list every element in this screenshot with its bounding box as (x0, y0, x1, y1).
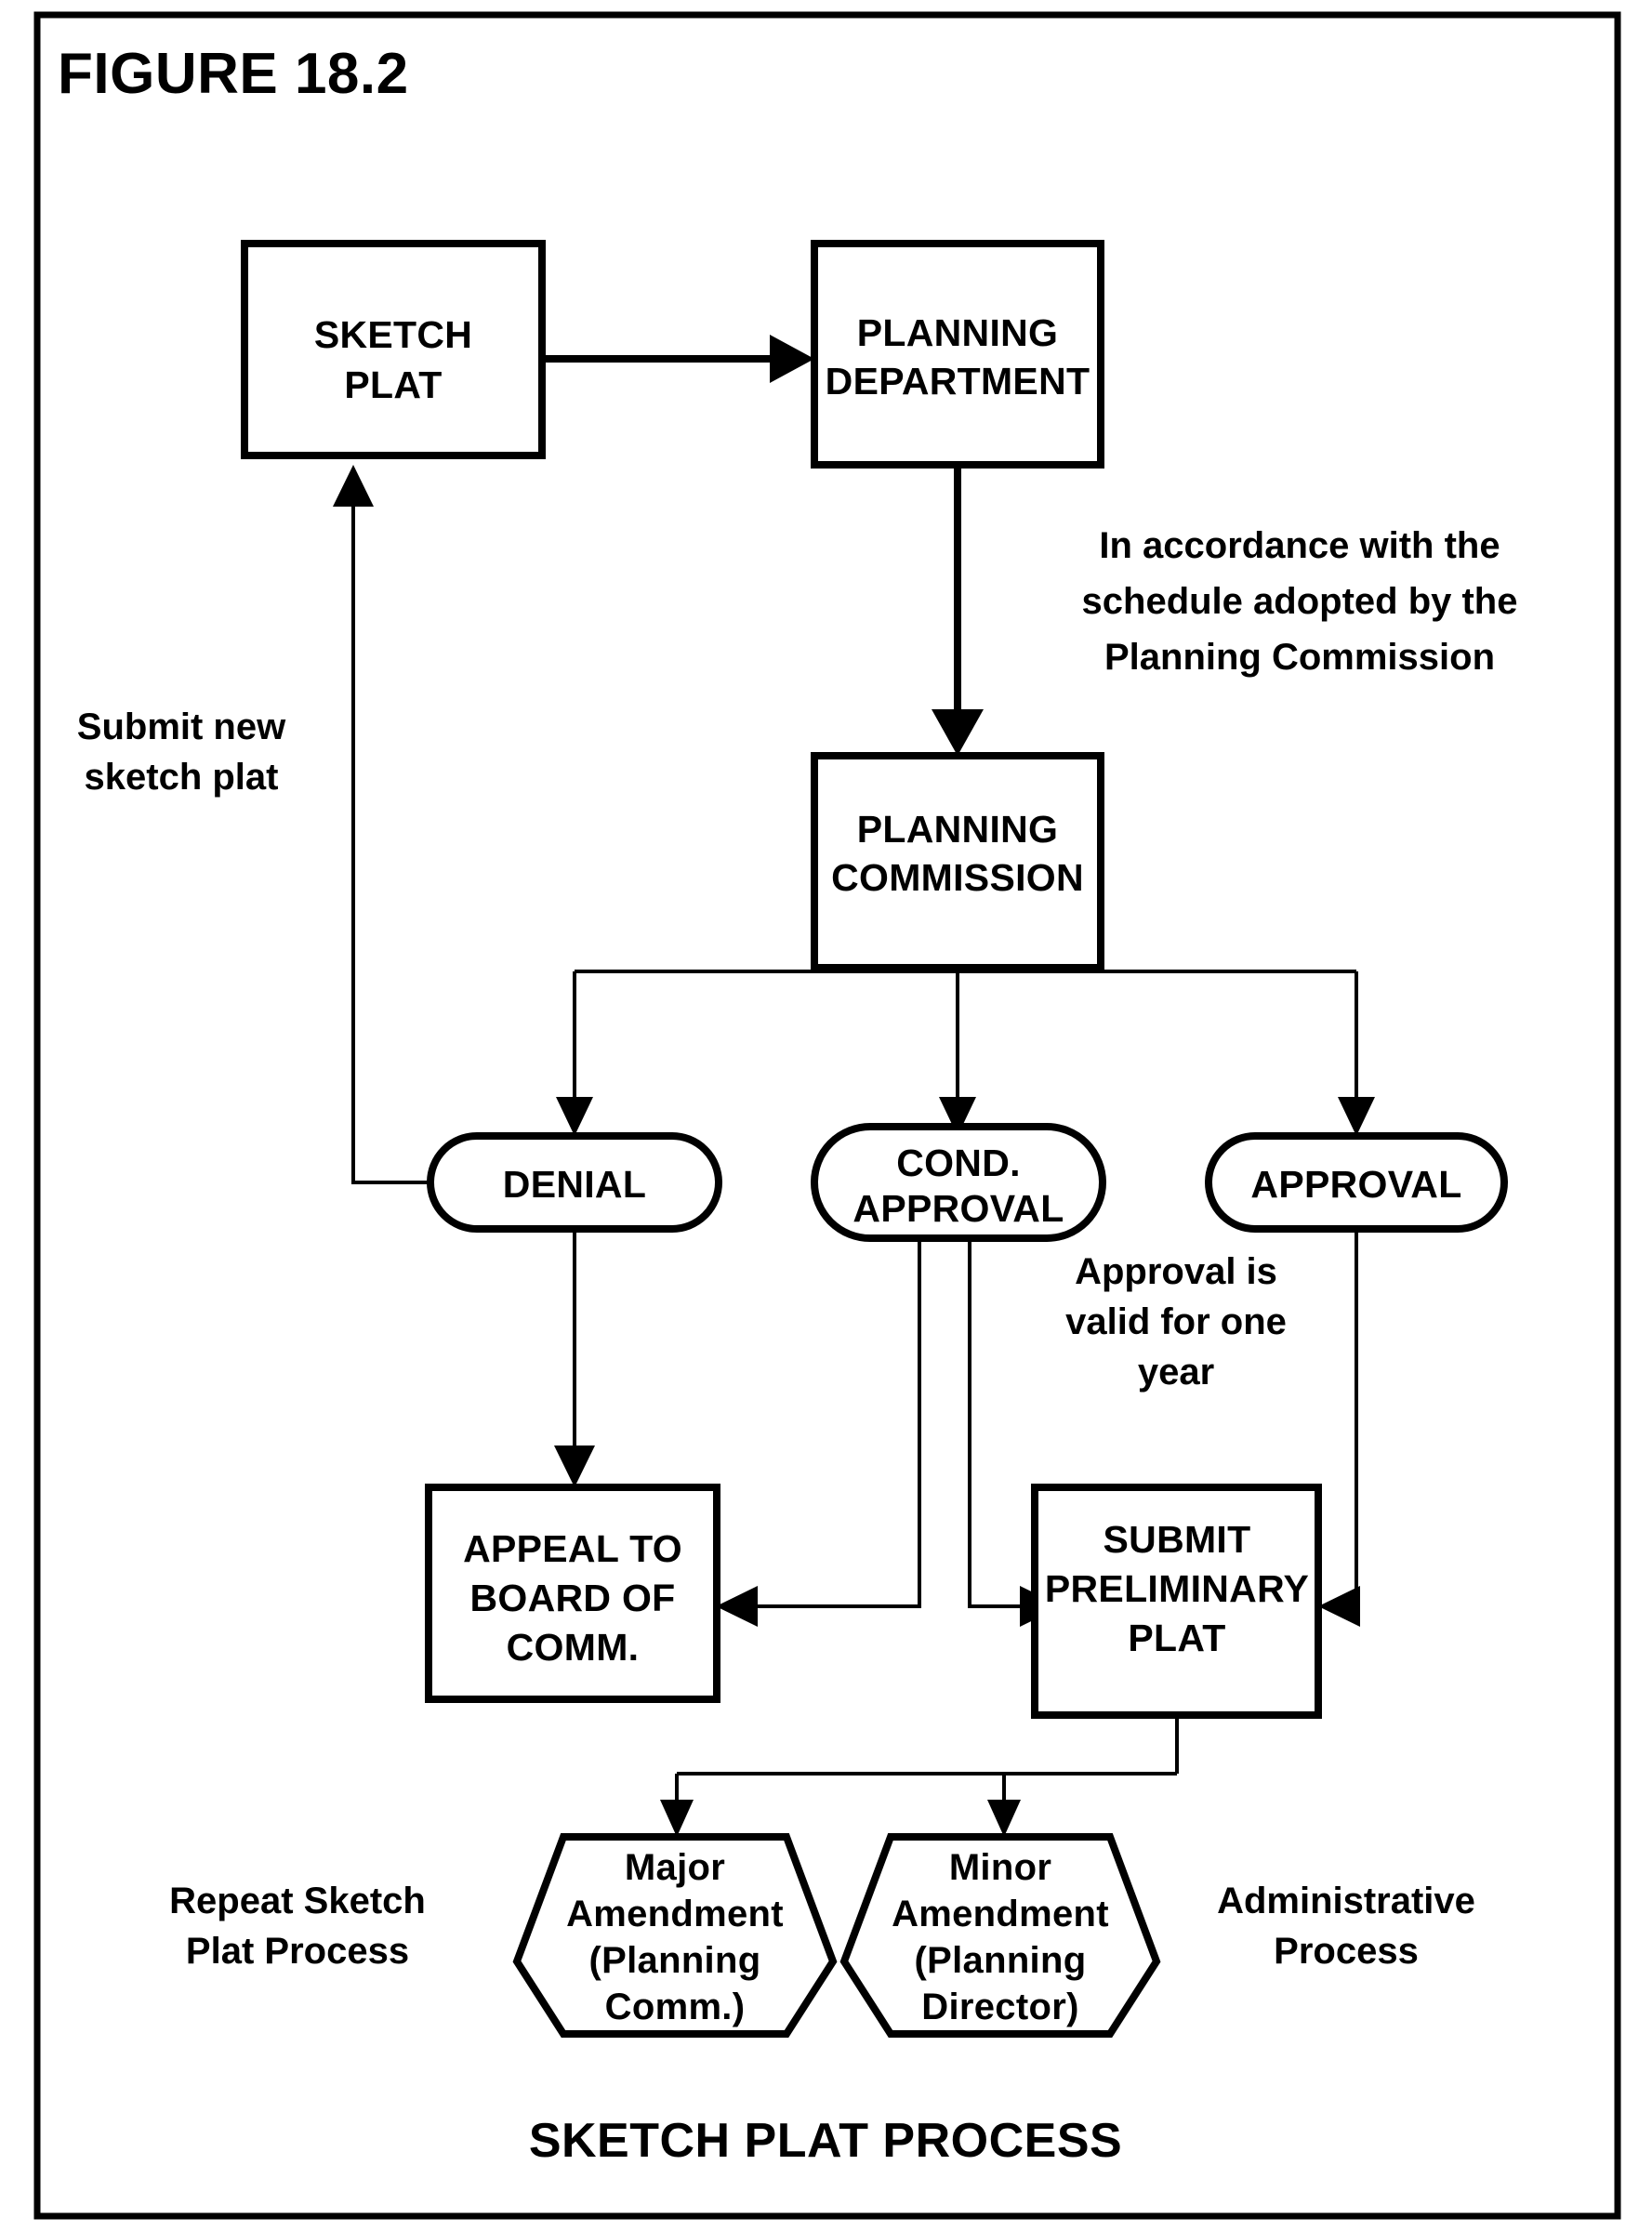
annotation-repeat-process-line2: Plat Process (186, 1931, 409, 1972)
edge-cond-approval-to-appeal (753, 1238, 921, 1608)
node-cond-approval-label-line1: COND. (896, 1142, 1021, 1184)
node-minor-amendment-label-line2: Amendment (892, 1894, 1109, 1934)
annotation-approval-validity-line3: year (1138, 1352, 1214, 1393)
edge-approval-to-submit-plat (1355, 1229, 1359, 1608)
node-submit-plat-label-line2: PRELIMINARY (1045, 1567, 1309, 1610)
node-minor-amendment-label-line3: (Planning (915, 1940, 1087, 1981)
annotation-repeat-process-line1: Repeat Sketch (169, 1881, 426, 1921)
edge-commission-to-denial-arrowhead (556, 1097, 593, 1136)
annotation-approval-validity-line1: Approval is (1075, 1251, 1277, 1292)
node-sketch-plat-shape (241, 240, 546, 459)
node-planning-commission-shape (811, 752, 1104, 971)
node-sketch-plat-label-line2: PLAT (344, 363, 442, 406)
node-minor-amendment-label-line4: Director) (921, 1987, 1078, 2027)
node-approval-label: APPROVAL (1250, 1163, 1461, 1206)
edge-to-minor-amendment-arrowhead (987, 1800, 1021, 1837)
edge-approval-to-submit-plat-arrowhead (1318, 1586, 1360, 1627)
annotation-schedule-line2: schedule adopted by the (1082, 581, 1518, 622)
annotation-submit-new-line1: Submit new (77, 706, 286, 747)
annotation-schedule-line3: Planning Commission (1104, 637, 1495, 678)
edge-denial-to-sketch-plat-arrowhead (333, 465, 374, 507)
node-cond-approval-shape (811, 1123, 1106, 1242)
edge-commission-to-cond-approval-arrowhead (939, 1097, 976, 1136)
page-border (33, 11, 1621, 2220)
node-minor-amendment-label-line1: Minor (949, 1847, 1051, 1888)
edge-department-to-commission-arrowhead (932, 709, 984, 756)
edge-denial-to-sketch-plat (351, 502, 430, 1184)
node-appeal-board-label-line1: APPEAL TO (463, 1527, 682, 1570)
node-appeal-board-label-line3: COMM. (507, 1626, 640, 1669)
node-planning-commission-label-line2: COMMISSION (831, 856, 1084, 899)
node-cond-approval-label-line2: APPROVAL (852, 1187, 1064, 1230)
node-appeal-board-shape (425, 1484, 720, 1703)
edge-to-major-amendment-arrowhead (660, 1800, 694, 1837)
node-appeal-board-label-line2: BOARD OF (469, 1577, 675, 1619)
node-major-amendment-label-line4: Comm.) (605, 1987, 746, 2027)
node-denial-label: DENIAL (503, 1163, 646, 1206)
node-major-amendment-label-line3: (Planning (589, 1940, 761, 1981)
annotation-approval-validity-line2: valid for one (1065, 1301, 1287, 1342)
node-submit-plat-label-line3: PLAT (1128, 1617, 1225, 1659)
edge-cond-approval-to-appeal-arrowhead (716, 1586, 758, 1627)
node-minor-amendment-shape (839, 1833, 1161, 2038)
annotation-submit-new-line2: sketch plat (85, 757, 279, 798)
figure-caption: SKETCH PLAT PROCESS (529, 2114, 1122, 2168)
node-major-amendment-label-line1: Major (625, 1847, 725, 1888)
node-planning-department-label-line2: DEPARTMENT (826, 360, 1090, 403)
node-major-amendment-label-line2: Amendment (566, 1894, 784, 1934)
node-planning-department-shape (811, 240, 1104, 469)
edge-cond-approval-to-submit-plat (968, 1238, 1024, 1608)
node-major-amendment-shape (512, 1833, 838, 2038)
edge-denial-to-appeal-arrowhead (554, 1446, 595, 1487)
annotation-administrative-process-line2: Process (1274, 1931, 1419, 1972)
node-submit-plat-label-line1: SUBMIT (1104, 1518, 1251, 1561)
annotation-administrative-process-line1: Administrative (1217, 1881, 1475, 1921)
figure-number-label: FIGURE 18.2 (58, 42, 409, 106)
node-planning-department-label-line1: PLANNING (857, 311, 1059, 354)
edge-sketch-to-department-arrowhead (770, 335, 814, 383)
node-planning-commission-label-line1: PLANNING (857, 808, 1059, 851)
edge-commission-to-approval-arrowhead (1338, 1097, 1375, 1136)
node-sketch-plat-label-line1: SKETCH (314, 313, 472, 356)
annotation-schedule-line1: In accordance with the (1099, 525, 1500, 566)
